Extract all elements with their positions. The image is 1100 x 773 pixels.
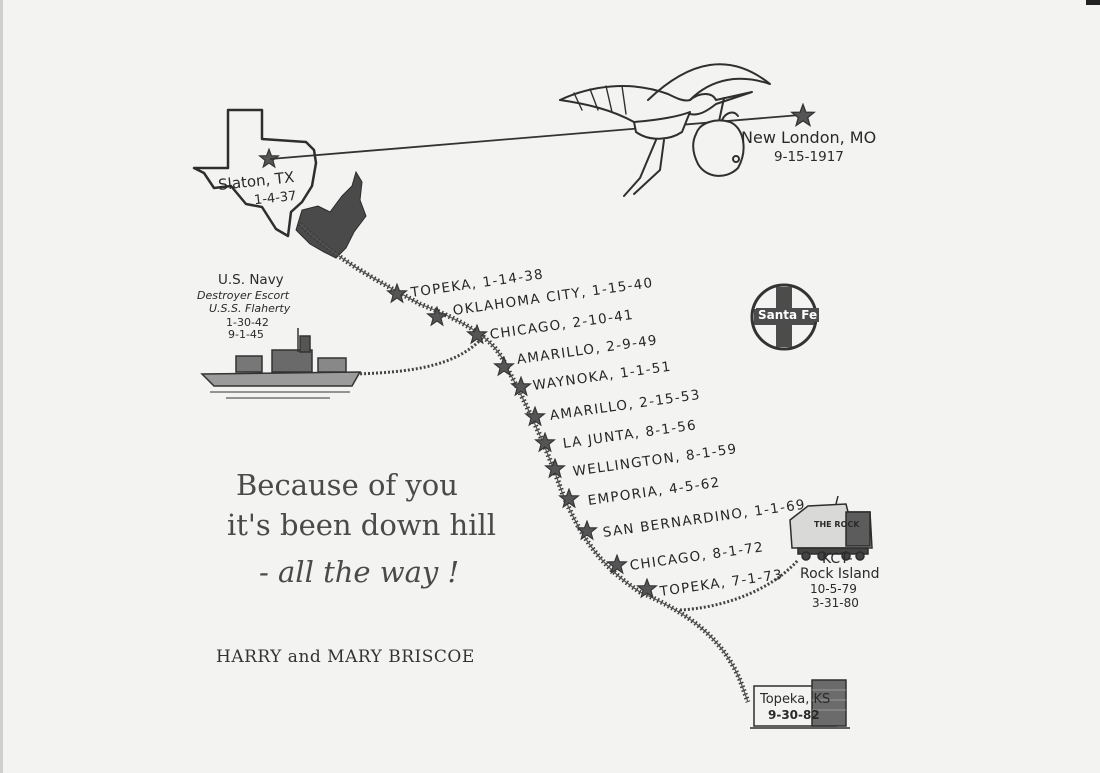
rail-yard-sketch bbox=[295, 170, 367, 259]
navy-line3: U.S.S. Flaherty bbox=[209, 302, 291, 315]
final-date: 9-30-82 bbox=[768, 708, 820, 722]
navy-line5: 9-1-45 bbox=[228, 328, 264, 341]
stop-star-icon bbox=[386, 283, 408, 303]
navy-line1: U.S. Navy bbox=[218, 272, 284, 288]
motto-line2: it's been down hill bbox=[227, 508, 497, 542]
signature: HARRY and MARY BRISCOE bbox=[216, 647, 475, 667]
stop-star-icon bbox=[576, 520, 598, 540]
rock-island-line1: KCT- bbox=[822, 551, 853, 567]
motto-line3: - all the way ! bbox=[259, 555, 460, 589]
origin-date: 9-15-1917 bbox=[774, 149, 844, 165]
rock-island-line4: 3-31-80 bbox=[812, 596, 859, 610]
page-edge-left bbox=[0, 0, 3, 773]
new-london-star-icon bbox=[791, 103, 815, 127]
rock-island-line2: Rock Island bbox=[800, 566, 880, 582]
locomotive-text: THE ROCK bbox=[814, 520, 860, 529]
origin-place: New London, MO bbox=[741, 128, 877, 147]
navy-branch-line bbox=[355, 334, 487, 376]
locomotive-illustration bbox=[789, 495, 873, 561]
topeka-office-building bbox=[750, 679, 850, 729]
stork-illustration bbox=[559, 63, 771, 197]
destroyer-illustration bbox=[200, 328, 362, 399]
rock-island-line3: 10-5-79 bbox=[810, 582, 857, 596]
final-place: Topeka, KS bbox=[760, 692, 831, 707]
navy-line2: Destroyer Escort bbox=[197, 289, 290, 302]
page-corner-mark bbox=[1086, 0, 1100, 5]
rock-island-branch-line bbox=[679, 559, 800, 612]
motto-line1: Because of you bbox=[236, 468, 458, 502]
navy-line4: 1-30-42 bbox=[226, 316, 269, 329]
stop-star-icon bbox=[636, 578, 658, 598]
santa-fe-logo-text: Santa Fe bbox=[756, 308, 820, 322]
texas-outline bbox=[192, 108, 318, 238]
